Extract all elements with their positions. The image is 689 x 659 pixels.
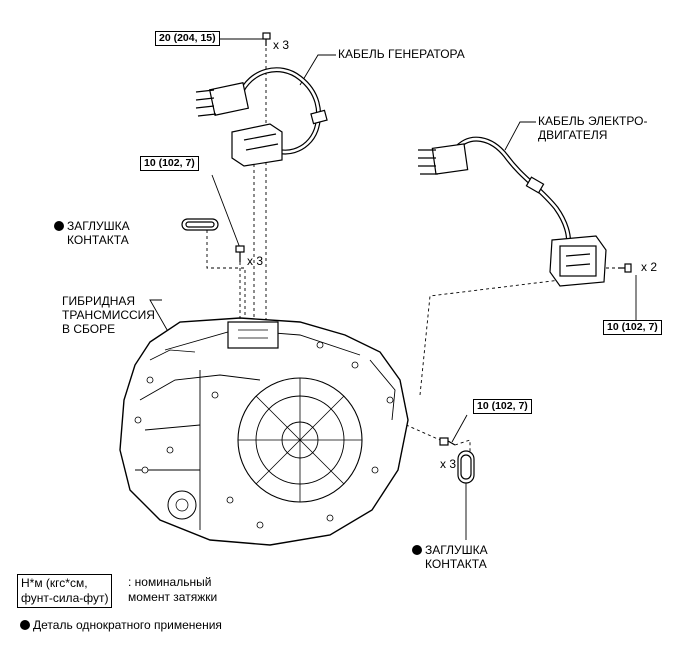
legend-single-use-text: Деталь однократного применения [33,618,222,632]
legend-torque-unit-box: Н*м (кгс*см, фунт-сила-фут) [17,574,113,608]
bolt-plug-bottom [439,437,456,446]
contact-plug-top [181,218,219,231]
label-motor-cable-line2: ДВИГАТЕЛЯ [538,128,608,142]
label-hybrid-transaxle-line2: ТРАНСМИССИЯ [62,308,155,322]
qty-transaxle-top-bolts: x 3 [247,254,264,268]
single-use-bullet-icon [20,620,30,630]
legend-torque-description: : номинальный момент затяжки [128,575,217,605]
legend-single-use: Деталь однократного применения [20,618,222,633]
legend-torque-description-line1: : номинальный [128,575,212,589]
bolt-generator [262,32,271,46]
motor-cable [418,136,607,287]
single-use-bullet-icon [412,545,422,555]
label-contact-plug-top-line1: ЗАГЛУШКА [67,219,130,233]
torque-spec-transaxle-top-bolts: 10 (102, 7) [140,156,199,171]
label-contact-plug-bottom-line2: КОНТАКТА [425,557,487,571]
legend-torque-unit-line1: Н*м (кгс*см, [21,576,88,590]
label-hybrid-transaxle-line1: ГИБРИДНАЯ [62,294,136,308]
torque-spec-plug-bottom-bolts: 10 (102, 7) [473,399,532,414]
torque-spec-motor-bolts: 10 (102, 7) [603,320,662,335]
bolt-transaxle-top [235,245,245,262]
label-hybrid-transaxle-line3: В СБОРЕ [62,322,116,336]
label-generator-cable: КАБЕЛЬ ГЕНЕРАТОРА [338,47,465,61]
contact-plug-bottom [457,450,475,484]
bolt-motor [618,263,632,273]
label-contact-plug-top-line2: КОНТАКТА [67,233,129,247]
hybrid-transaxle [119,317,409,546]
label-motor-cable: КАБЕЛЬ ЭЛЕКТРО- ДВИГАТЕЛЯ [538,114,647,142]
label-contact-plug-top: ЗАГЛУШКА КОНТАКТА [54,219,130,247]
generator-cable [195,67,328,167]
qty-motor-bolts: x 2 [641,260,658,274]
qty-generator-bolts: x 3 [273,38,290,52]
label-motor-cable-line1: КАБЕЛЬ ЭЛЕКТРО- [538,114,648,128]
label-contact-plug-bottom: ЗАГЛУШКА КОНТАКТА [412,543,488,571]
qty-plug-bottom-bolts: x 3 [440,457,457,471]
label-hybrid-transaxle: ГИБРИДНАЯ ТРАНСМИССИЯ В СБОРЕ [62,294,155,336]
legend-torque-description-line2: момент затяжки [128,590,218,604]
single-use-bullet-icon [54,221,64,231]
label-contact-plug-bottom-line1: ЗАГЛУШКА [425,543,488,557]
torque-spec-generator-bolts: 20 (204, 15) [155,31,220,46]
legend-torque-unit-line2: фунт-сила-фут) [21,591,109,605]
